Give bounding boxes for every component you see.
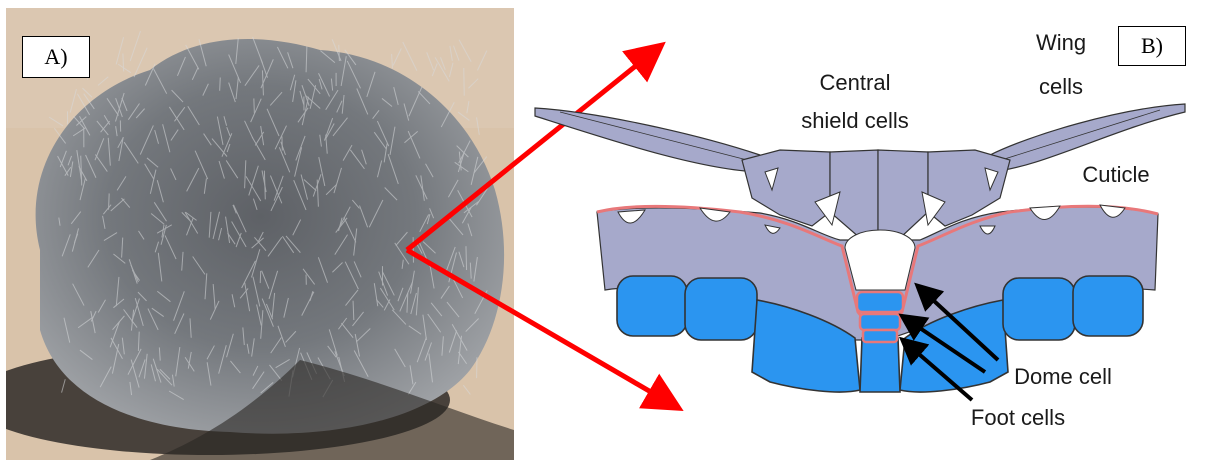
stalk-chamber — [845, 230, 915, 290]
dome-cell-shape — [857, 292, 903, 312]
label-foot-cells: Foot cells — [971, 405, 1065, 430]
shrub-body — [36, 39, 505, 434]
wing-cell-left — [535, 108, 760, 172]
trichome-diagram: Central shield cells Wing cells Cuticle … — [535, 30, 1185, 430]
label-wing-cells-line1: Wing — [1036, 30, 1086, 55]
panel-label-a: A) — [22, 36, 90, 78]
foot-cell-shape — [860, 314, 900, 330]
label-wing-cells-line2: cells — [1039, 74, 1083, 99]
panel-label-b: B) — [1118, 26, 1186, 66]
trichome-stalk-cells — [857, 292, 903, 342]
label-central-shield-line2: shield cells — [801, 108, 909, 133]
label-dome-cell: Dome cell — [1014, 364, 1112, 389]
label-cuticle: Cuticle — [1082, 162, 1149, 187]
label-central-shield-line1: Central — [820, 70, 891, 95]
